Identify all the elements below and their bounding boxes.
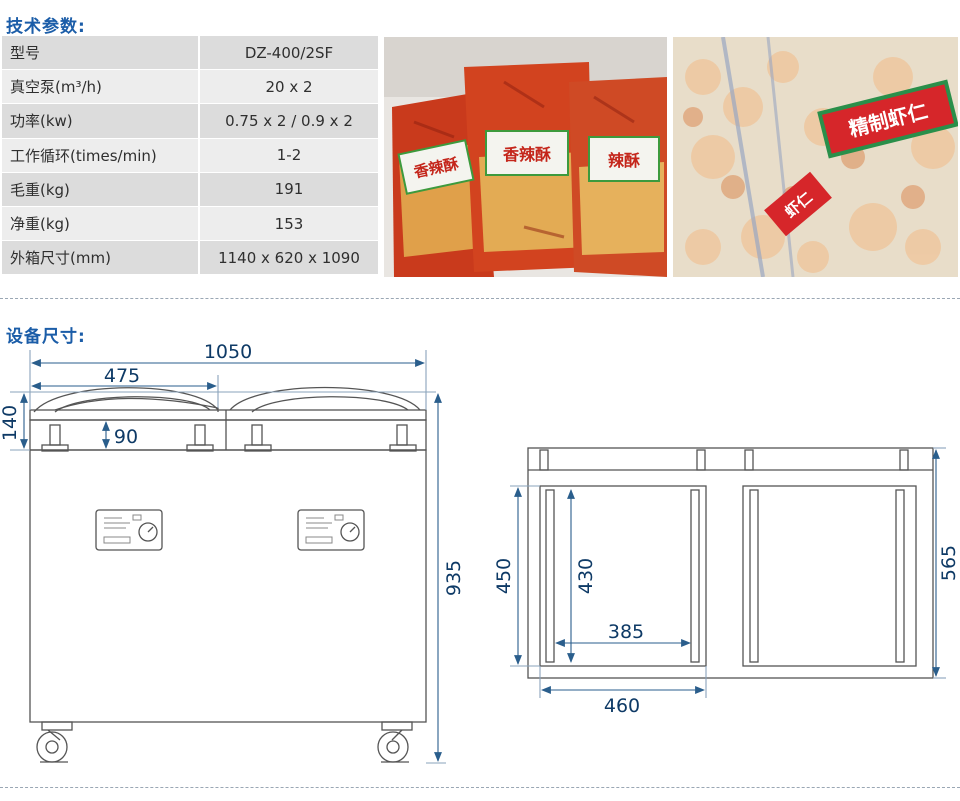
spec-value: DZ-400/2SF <box>199 36 378 71</box>
spec-value: 1140 x 620 x 1090 <box>199 240 378 276</box>
divider-bottom <box>0 787 960 788</box>
spec-label: 外箱尺寸(mm) <box>2 240 200 276</box>
spec-value: 1-2 <box>199 138 378 173</box>
bag-label-3: 辣酥 <box>608 151 640 170</box>
spec-value: 0.75 x 2 / 0.9 x 2 <box>199 103 378 139</box>
snack-packages-photo: 香辣酥 香辣酥 辣酥 <box>384 37 667 277</box>
spec-row: 真空泵(m³/h)20 x 2 <box>2 69 378 105</box>
spec-label: 毛重(kg) <box>2 172 200 207</box>
spec-row: 工作循环(times/min)1-2 <box>2 138 378 173</box>
spec-label: 功率(kw) <box>2 103 200 139</box>
spec-value: 191 <box>199 172 378 207</box>
dim-width-inner: 385 <box>608 621 644 643</box>
spec-label: 工作循环(times/min) <box>2 138 200 173</box>
bag-label-2: 香辣酥 <box>502 145 551 164</box>
control-panel-left <box>95 509 163 551</box>
spec-row: 外箱尺寸(mm)1140 x 620 x 1090 <box>2 240 378 276</box>
dim-body-height: 935 <box>443 560 465 596</box>
dim-width-half: 475 <box>104 365 140 387</box>
tech-params-title: 技术参数: <box>6 17 86 37</box>
dim-depth-outer: 565 <box>938 545 960 581</box>
spec-label: 真空泵(m³/h) <box>2 69 200 105</box>
control-panel-right <box>297 509 365 551</box>
front-view <box>29 386 427 763</box>
spec-label: 型号 <box>2 36 200 71</box>
dim-width-total: 1050 <box>204 341 252 363</box>
dim-lid-inner: 90 <box>114 426 138 448</box>
spec-value: 20 x 2 <box>199 69 378 105</box>
shrimp-packages-photo: 精制虾仁 虾仁 <box>673 37 958 277</box>
spec-row: 功率(kw)0.75 x 2 / 0.9 x 2 <box>2 103 378 139</box>
spec-row: 净重(kg)153 <box>2 206 378 242</box>
dim-lid-height: 140 <box>0 405 21 441</box>
divider-top <box>0 298 960 299</box>
spec-label: 净重(kg) <box>2 206 200 242</box>
dim-depth-chamber: 450 <box>493 558 515 594</box>
spec-value: 153 <box>199 206 378 242</box>
dim-width-chamber: 460 <box>604 695 640 717</box>
spec-row: 毛重(kg)191 <box>2 172 378 207</box>
equipment-size-title: 设备尺寸: <box>6 327 86 347</box>
dim-depth-inner: 430 <box>575 558 597 594</box>
